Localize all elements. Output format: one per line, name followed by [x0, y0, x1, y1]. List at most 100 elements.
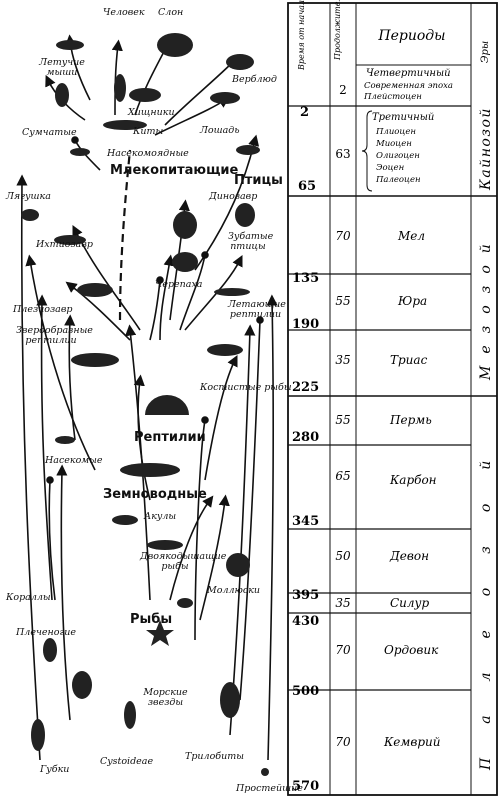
label-mammals: Млекопитающие: [110, 163, 239, 178]
tertiary-epoch-1: Миоцен: [375, 139, 412, 149]
lineage-brachiopods: [56, 464, 71, 721]
period-duration-1: 55: [335, 294, 350, 308]
beast-reptile-figure: [71, 353, 119, 367]
label-elephant: Слон: [158, 7, 184, 18]
lineage-trilobites: [229, 324, 256, 736]
coral-figure: [43, 638, 57, 662]
camel-figure: [226, 54, 254, 70]
lineage-sponges: [16, 174, 41, 761]
label-toothed-birds: Зубатые птицы: [228, 231, 274, 252]
period-name-6: Силур: [390, 596, 430, 610]
header-duration: Продолжитель-ность, млн. лет: [333, 0, 342, 61]
ichthyosaur-figure: [54, 235, 86, 245]
period-duration-3: 55: [335, 413, 350, 427]
turtle-figure: [172, 252, 198, 272]
label-sharks: Акулы: [144, 511, 177, 522]
lineage-bony-fish: [204, 354, 238, 481]
toothed-bird-figure: [235, 203, 255, 227]
cystoideae-figure: [124, 701, 136, 729]
boundary-2: 135: [292, 271, 319, 286]
label-marsupials: Сумчатые: [22, 127, 77, 138]
label-brachiopods: Плеченогие: [16, 627, 77, 638]
dinosaur-figure: [173, 211, 197, 239]
header-eras: Эры: [480, 41, 491, 63]
label-reptiles: Рептилии: [134, 430, 206, 445]
shark-figure: [112, 515, 138, 525]
lineage-corals: [36, 294, 53, 601]
header-periods: Периоды: [377, 28, 445, 44]
elephant-figure: [157, 33, 193, 57]
label-corals: Кораллы: [6, 592, 51, 603]
boundary-0: 2: [300, 105, 309, 120]
tertiary-epoch-0: Плиоцен: [375, 127, 416, 137]
label-lungfish: Двоякодышащие рыбы: [140, 551, 227, 572]
label-mollusks: Моллюски: [207, 585, 261, 596]
period-name-8: Кемврий: [383, 735, 440, 749]
lineage-amphibians: [133, 374, 151, 501]
era-paleozoic: Палеозой: [478, 427, 494, 771]
boundary-4: 225: [292, 380, 319, 395]
tertiary-epoch-2: Олигоцен: [376, 151, 420, 161]
starfish-figure: [146, 620, 174, 646]
snail-figure: [177, 598, 193, 608]
label-predators: Хищники: [128, 107, 175, 118]
boundary-1: 65: [298, 179, 316, 194]
period-duration-4: 65: [335, 469, 350, 483]
period-name-2: Триас: [390, 353, 428, 367]
human-figure: [114, 74, 126, 102]
label-starfish: Морские звезды: [143, 687, 188, 708]
period-name-7: Ордовик: [384, 643, 439, 657]
boundary-7: 395: [292, 588, 319, 603]
bony-fish-figure: [207, 344, 243, 356]
whale-figure: [103, 120, 147, 130]
frog-figure: [21, 209, 39, 221]
lineage-insects: [64, 314, 76, 441]
flying-reptile-figure: [214, 288, 250, 296]
boundary-10: 570: [292, 779, 319, 794]
trilobite-figure: [220, 682, 240, 718]
period-name-3: Пермь: [389, 413, 432, 427]
label-amphibians: Земноводные: [103, 487, 207, 502]
lungfish-figure: [147, 540, 183, 550]
label-camel: Верблюд: [232, 74, 277, 85]
period-duration-0: 70: [335, 229, 351, 243]
period-duration-5: 50: [335, 549, 351, 563]
sponge-figure: [31, 719, 45, 751]
label-protozoa: Простейшие: [236, 783, 303, 794]
label-trilobites: Трилобиты: [185, 751, 244, 762]
boundary-5: 280: [292, 430, 319, 445]
period-duration-8: 70: [335, 735, 351, 749]
plesiosaur-figure: [77, 283, 113, 297]
bird-figure: [236, 145, 260, 155]
label-birds: Птицы: [234, 173, 283, 188]
evolution-tree: [16, 33, 278, 776]
label-turtle: Черепаха: [155, 279, 203, 290]
horse-figure: [210, 92, 240, 104]
quaternary-name: Четвертичный: [366, 68, 451, 79]
kangaroo-figure: [55, 83, 69, 107]
insectivore-figure: [70, 148, 90, 156]
lineage-turtle: [159, 254, 175, 341]
label-sponges: Губки: [40, 764, 70, 775]
lineage-frog: [25, 254, 96, 471]
label-bats: Летучие мыши: [39, 57, 85, 78]
boundary-9: 500: [292, 684, 319, 699]
header-time: Время от начала периода до наших дней, м…: [297, 0, 306, 71]
tertiary-epoch-4: Палеоцен: [375, 175, 421, 185]
boundary-6: 345: [292, 514, 319, 529]
amphibian-figure: [120, 463, 180, 477]
protozoa-figure: [261, 768, 269, 776]
label-insectivores: Насекомоядные: [107, 148, 189, 159]
mollusk-figure: [226, 553, 250, 577]
lineage-mollusks: [199, 494, 230, 621]
label-cystoideae: Cystoideae: [100, 756, 154, 767]
label-whales: Киты: [133, 126, 164, 137]
period-duration-2: 35: [335, 353, 350, 367]
label-insects: Насекомые: [45, 455, 103, 466]
label-plesiosaur: Плезиозавр: [13, 304, 73, 315]
label-beast-reptiles: Зверообразные рептилии: [16, 325, 93, 346]
bat-figure: [56, 40, 84, 50]
boundary-3: 190: [292, 317, 319, 332]
tertiary-duration: 63: [335, 147, 350, 161]
